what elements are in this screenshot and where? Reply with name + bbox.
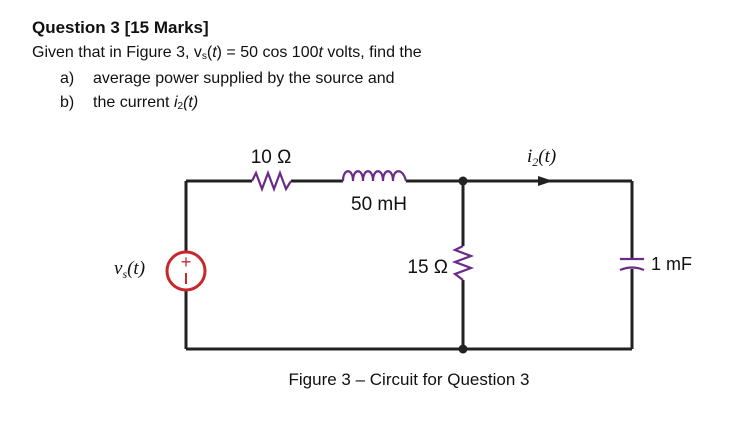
resistor-15-ohm bbox=[451, 245, 475, 281]
list-item-b: b) the current i2(t) bbox=[60, 94, 198, 112]
intro-prefix: Given that in Figure 3, v bbox=[32, 44, 202, 61]
intro-subscript: s bbox=[201, 51, 207, 62]
intro-t: t bbox=[212, 44, 217, 61]
list-var-b: i bbox=[173, 94, 178, 111]
circuit-wires bbox=[184, 179, 634, 351]
list-var-sub-b: 2 bbox=[177, 101, 184, 112]
resistor-10-ohm bbox=[251, 169, 292, 193]
question-heading: Question 3 [15 Marks] bbox=[32, 18, 209, 37]
question-intro: Given that in Figure 3, vs(t) = 50 cos 1… bbox=[32, 44, 422, 62]
resistor-10-ohm-label: 10 Ω bbox=[251, 147, 292, 168]
resistor-15-ohm-label: 15 Ω bbox=[407, 257, 448, 278]
list-marker-b: b) bbox=[60, 94, 75, 111]
voltage-source bbox=[165, 250, 207, 292]
intro-suffix: volts, find the bbox=[322, 44, 422, 61]
list-var-arg-b: (t) bbox=[183, 94, 199, 111]
inductor-50-mh bbox=[341, 170, 408, 182]
node-top bbox=[458, 176, 468, 186]
figure-caption: Figure 3 – Circuit for Question 3 bbox=[289, 370, 530, 389]
inductor-label: 50 mH bbox=[351, 194, 407, 215]
list-marker-a: a) bbox=[60, 70, 75, 87]
intro-paren: ( bbox=[206, 44, 213, 61]
source-label: vs(t) bbox=[114, 258, 145, 281]
intro-t2: t bbox=[318, 44, 323, 61]
source-plus-sign: + bbox=[181, 252, 192, 272]
node-bottom bbox=[458, 344, 468, 354]
capacitor-label: 1 mF bbox=[651, 254, 692, 274]
list-text-b: the current bbox=[93, 94, 174, 111]
intro-after-t: ) = 50 cos 100 bbox=[216, 44, 319, 61]
capacitor-1-mf bbox=[619, 257, 645, 272]
current-arrow-icon bbox=[538, 176, 553, 186]
list-item-a: a) average power supplied by the source a… bbox=[60, 70, 395, 88]
current-label: i2(t) bbox=[527, 146, 556, 169]
list-text-a: average power supplied by the source and bbox=[93, 70, 395, 87]
